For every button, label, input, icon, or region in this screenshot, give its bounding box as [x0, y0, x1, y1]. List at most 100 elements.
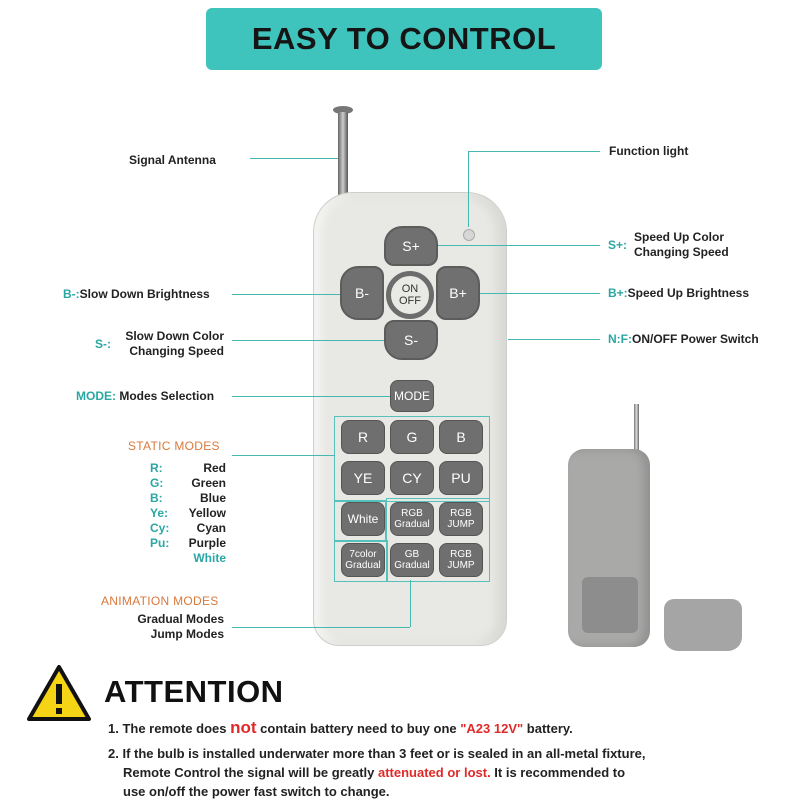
side-remote-body [568, 449, 650, 647]
note-1-a: 1. The remote does [108, 721, 231, 736]
r-label: R [357, 429, 369, 445]
s-minus-text-1: Slow Down Color [125, 329, 224, 343]
pu-button[interactable]: PU [439, 461, 483, 495]
leader-anim-v [410, 580, 411, 627]
ye-button[interactable]: YE [341, 461, 385, 495]
ye-label: YE [353, 470, 373, 486]
antenna [338, 112, 348, 204]
animation-modes-desc: Gradual Modes Jump Modes [120, 612, 224, 642]
leader-b-minus [232, 294, 340, 295]
note-1-battery: "A23 12V" [460, 721, 524, 736]
animation-modes-title: ANIMATION MODES [101, 594, 219, 608]
s-plus-key-wrap: S+: [608, 238, 627, 253]
rgb-gradual-label-2: Gradual [394, 519, 430, 530]
cy-button[interactable]: CY [390, 461, 434, 495]
side-remote-antenna [634, 404, 639, 464]
white-button[interactable]: White [341, 502, 385, 536]
off-label: OFF [399, 295, 421, 307]
note-2-l2-a: Remote Control the signal will be greatl… [123, 765, 378, 780]
animation-modes-box-2 [334, 540, 388, 582]
s-plus-text-1: Speed Up Color [634, 230, 725, 244]
s-minus-label: S- [404, 332, 418, 348]
leader-static-h [232, 455, 334, 456]
white-label: White [347, 512, 379, 526]
nf-key: N:F: [608, 332, 632, 346]
static-mode-green: G: Green [150, 476, 226, 491]
rgb-jump2-label-1: RGB [450, 549, 472, 560]
s-plus-key: S+: [608, 238, 628, 252]
static-mode-white: White [150, 551, 226, 566]
b-plus-desc: B+:Speed Up Brightness [608, 286, 749, 301]
static-modes-list: R:Red G:Green B:Blue Ye:Yellow Cy:Cyan P… [150, 461, 226, 566]
static-mode-yellow: Ye: Yellow [150, 506, 226, 521]
g-label: G [406, 429, 418, 445]
static-name-green: Green [191, 476, 226, 490]
b-plus-label: B+ [449, 285, 467, 301]
pu-label: PU [451, 470, 471, 486]
static-name-yellow: Yellow [188, 506, 226, 520]
mode-button[interactable]: MODE [390, 380, 434, 412]
s-plus-button[interactable]: S+ [384, 226, 438, 266]
note-1-b: contain battery need to buy one [256, 721, 461, 736]
s-plus-text-2: Changing Speed [634, 245, 729, 259]
mode-desc: MODE: Modes Selection [76, 389, 214, 404]
s-minus-desc: Slow Down Color Changing Speed [118, 329, 224, 359]
note-2: 2. If the bulb is installed underwater m… [108, 744, 645, 801]
title-banner: EASY TO CONTROL [206, 8, 602, 70]
b-minus-desc: B-:Slow Down Brightness [63, 287, 210, 302]
note-2-line-1: 2. If the bulb is installed underwater m… [108, 746, 646, 761]
s-plus-label: S+ [402, 238, 420, 254]
rgb-gradual-label-1: RGB [401, 508, 423, 519]
leader-s-plus [438, 245, 600, 246]
note-1-c: battery. [523, 721, 573, 736]
r-button[interactable]: R [341, 420, 385, 454]
leader-nf [508, 339, 600, 340]
note-1: 1. The remote does not contain battery n… [108, 718, 573, 738]
s-minus-button[interactable]: S- [384, 320, 438, 360]
mode-label: MODE [394, 389, 430, 403]
static-mode-red: R:Red [150, 461, 226, 476]
static-name-white: White [193, 551, 226, 565]
nf-text: ON/OFF Power Switch [632, 332, 759, 346]
static-key-ye: Ye: [150, 506, 169, 520]
leader-anim-h [232, 627, 410, 628]
rgb-jump-label-1: RGB [450, 508, 472, 519]
b-minus-label: B- [355, 285, 369, 301]
mode-text: Modes Selection [119, 389, 215, 403]
warning-icon [27, 665, 91, 721]
static-mode-cyan: Cy:Cyan [150, 521, 226, 536]
nf-desc: N:F:ON/OFF Power Switch [608, 332, 759, 347]
gb-label-1: GB [404, 549, 420, 560]
jump-modes-text: Jump Modes [150, 627, 224, 641]
static-modes-title: STATIC MODES [128, 439, 220, 453]
static-key-g: G: [150, 476, 164, 490]
leader-mode [232, 396, 390, 397]
b-plus-button[interactable]: B+ [436, 266, 480, 320]
static-modes-box [334, 416, 490, 502]
note-1-not: not [230, 718, 257, 737]
white-box [334, 500, 386, 542]
b-minus-text: Slow Down Brightness [79, 287, 210, 301]
s-minus-key: S-: [95, 337, 111, 351]
static-key-r: R: [150, 461, 163, 475]
7color-label-1: 7color [349, 549, 377, 560]
battery-cover [664, 599, 742, 651]
s-minus-key-wrap: S-: [95, 337, 111, 352]
leader-antenna [250, 158, 338, 159]
static-mode-blue: B:Blue [150, 491, 226, 506]
rgb-jump2-label-2: JUMP [447, 560, 475, 571]
g-button[interactable]: G [390, 420, 434, 454]
signal-antenna-label: Signal Antenna [129, 153, 216, 167]
b-button[interactable]: B [439, 420, 483, 454]
attention-title: ATTENTION [104, 674, 284, 709]
b-label: B [456, 429, 466, 445]
function-light-label: Function light [609, 144, 689, 158]
b-minus-button[interactable]: B- [340, 266, 384, 320]
b-plus-key: B+: [608, 286, 628, 300]
